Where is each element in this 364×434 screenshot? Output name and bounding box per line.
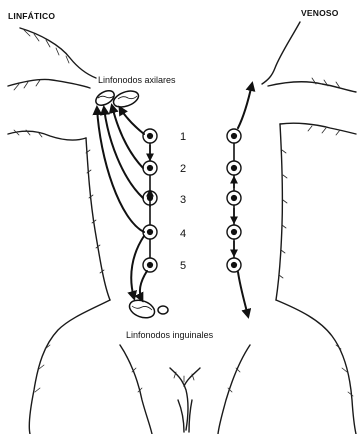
mammary-number-2: 2 (180, 163, 186, 175)
mammary-gland-1-lymphatic (143, 129, 157, 143)
inguinal-lymph-nodes (127, 297, 168, 321)
mammary-gland-5-venous (227, 258, 241, 272)
inguinal-nodes-label: Linfonodos inguinales (126, 330, 214, 340)
venous-title: VENOSO (301, 8, 339, 18)
mammary-gland-2-lymphatic (143, 161, 157, 175)
mammary-number-3: 3 (180, 194, 186, 206)
fur-texture (14, 30, 353, 396)
mammary-gland-3-venous (227, 191, 241, 205)
mammary-gland-5-lymphatic (143, 258, 157, 272)
mammary-gland-2-venous (227, 161, 241, 175)
lymphatic-drainage-arrows (97, 106, 150, 300)
mammary-gland-4-lymphatic (143, 225, 157, 239)
mammary-number-5: 5 (180, 260, 186, 272)
mammary-number-1: 1 (180, 131, 186, 143)
axillary-nodes-label: Linfonodos axilares (98, 75, 176, 85)
axillary-lymph-nodes (93, 88, 140, 110)
mammary-gland-1-venous (227, 129, 241, 143)
mammary-number-4: 4 (180, 228, 186, 240)
mammary-numbers: 1 2 3 4 5 (180, 131, 186, 272)
lymphatic-title: LINFÁTICO (8, 11, 55, 21)
mammary-gland-4-venous (227, 225, 241, 239)
